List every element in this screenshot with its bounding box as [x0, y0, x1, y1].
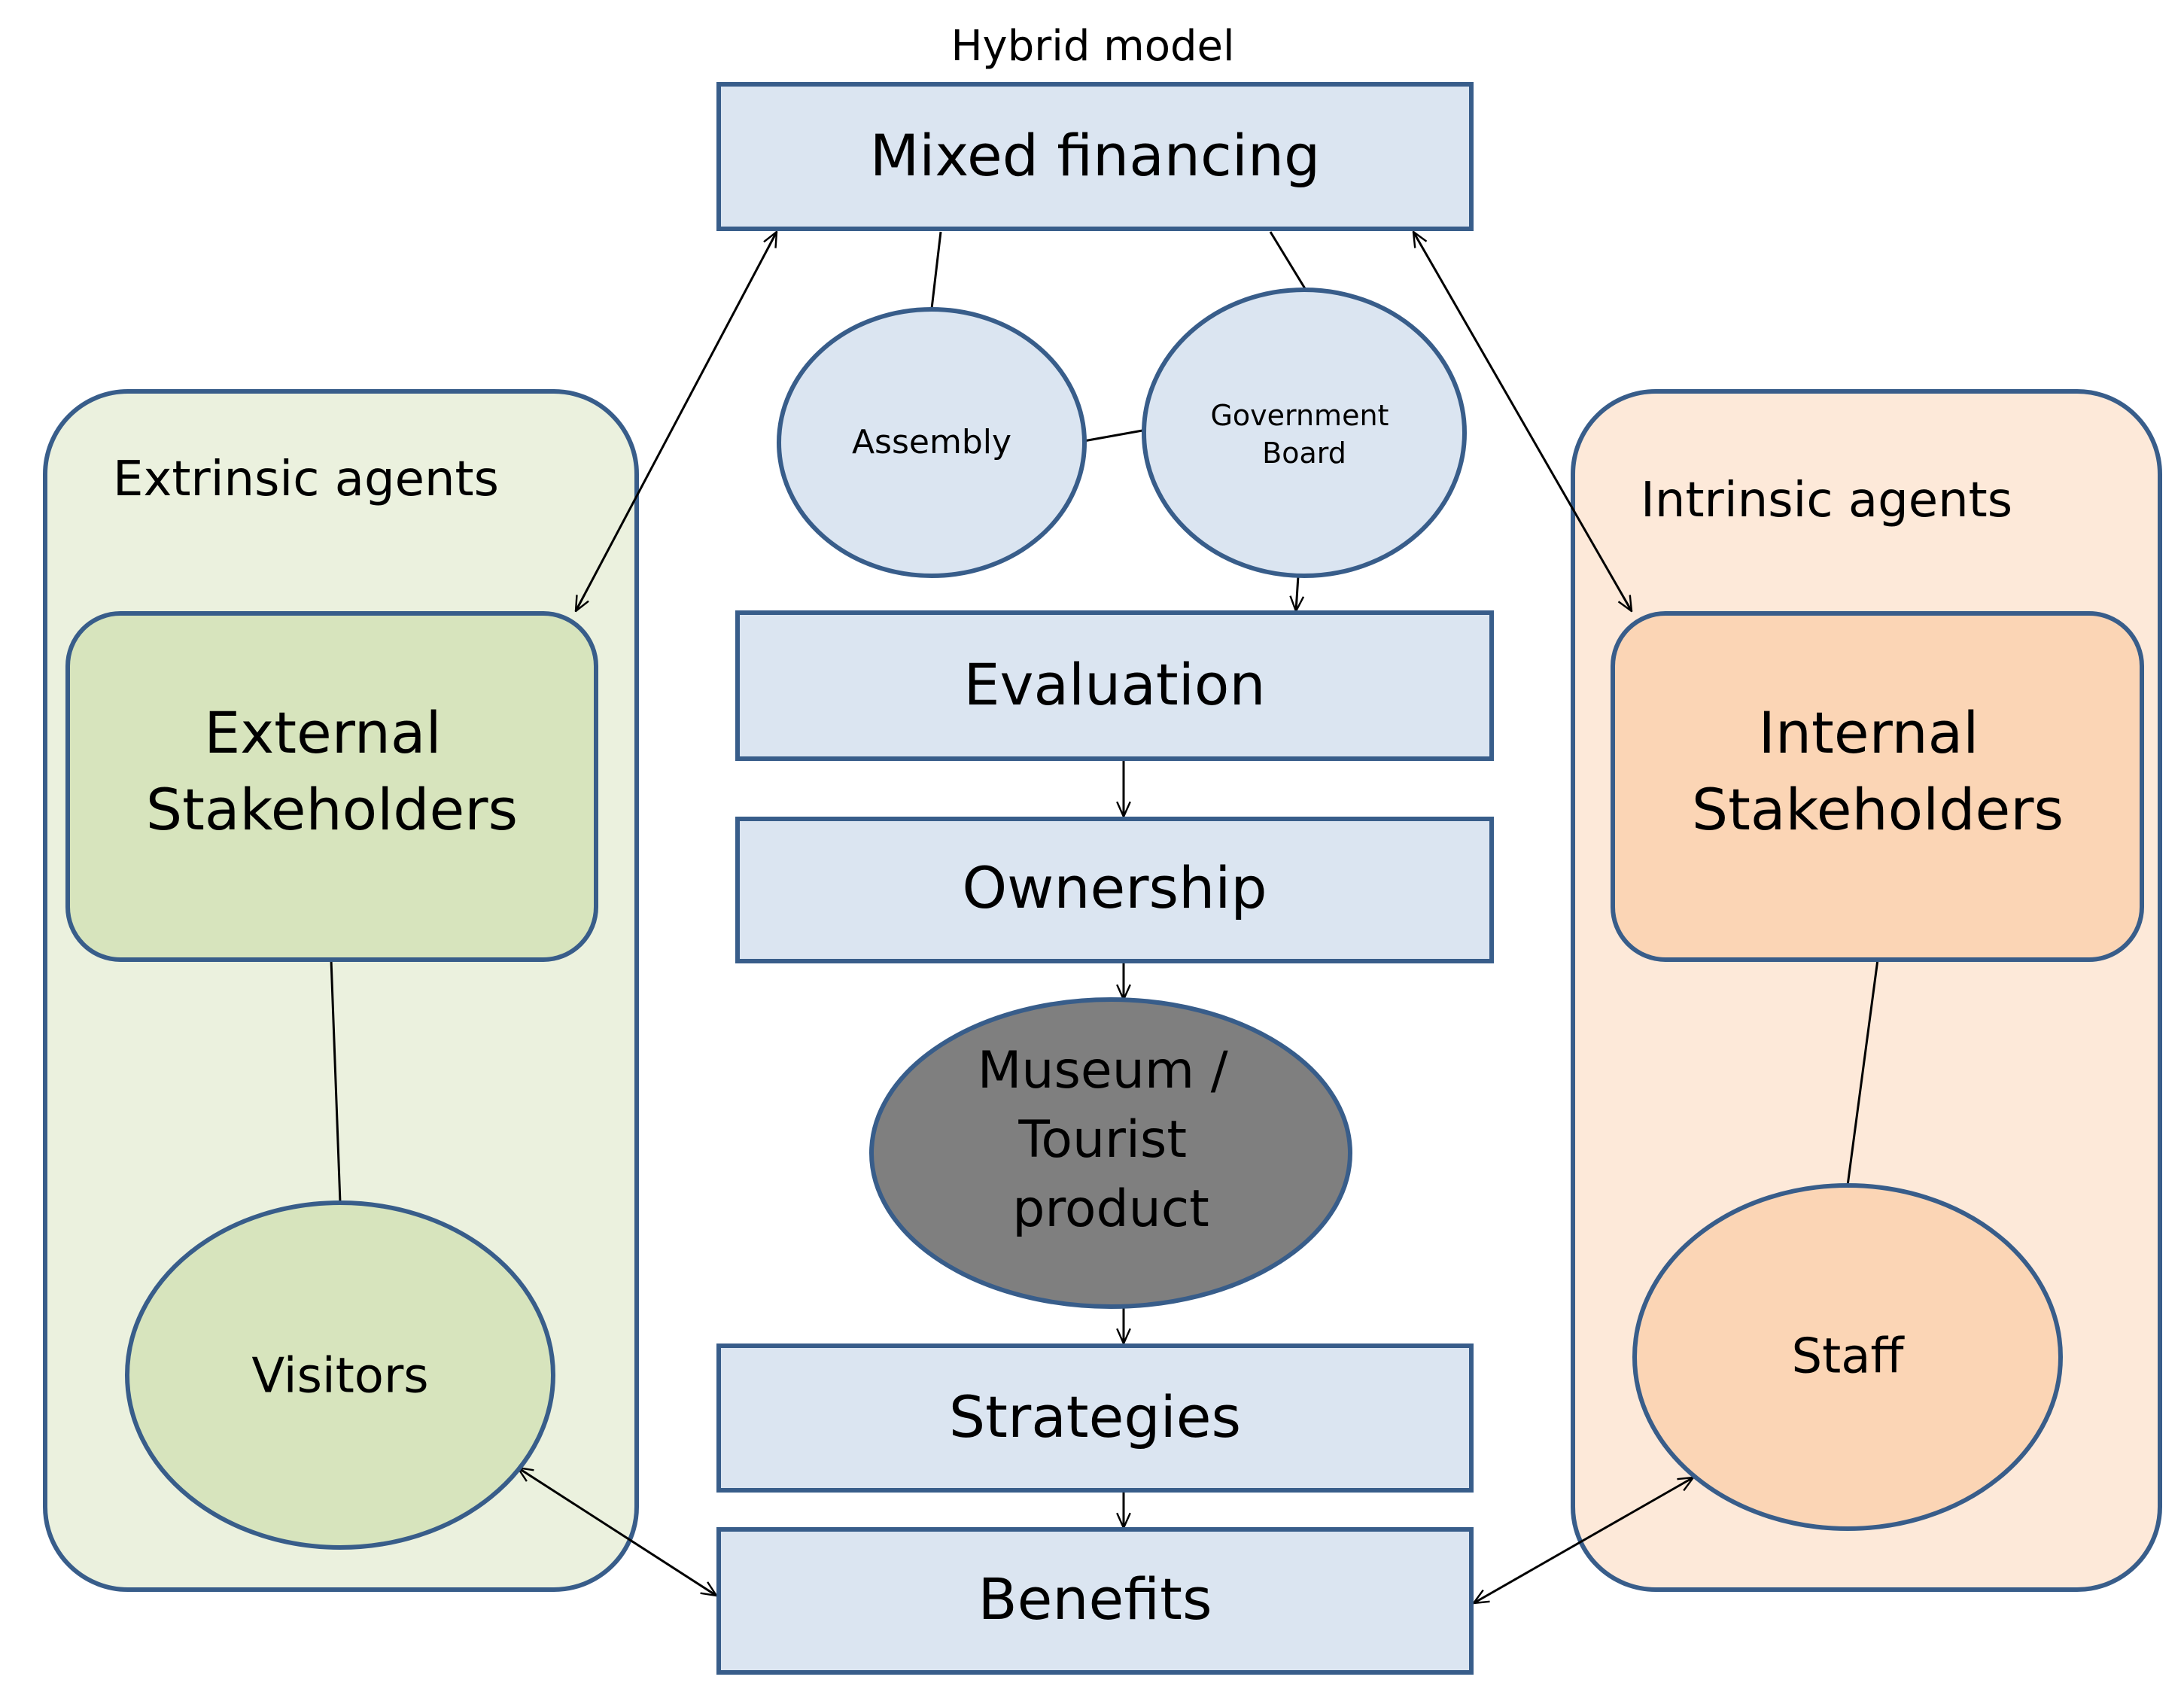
assembly-label: Assembly — [852, 423, 1011, 461]
government-board-node — [1142, 288, 1467, 578]
intrinsic-agents-label: Intrinsic agents — [1641, 473, 2012, 528]
internal-stakeholders-line-1: Internal — [1758, 699, 1979, 766]
internal-stakeholders-staff-connector — [1846, 959, 1879, 1186]
visitors-node — [125, 1200, 555, 1550]
staff-node — [1632, 1183, 2063, 1531]
financing-internal-double-arrow — [1413, 232, 1632, 611]
internal-stakeholders-box — [1611, 611, 2144, 962]
diagram-title: Hybrid model — [951, 22, 1234, 71]
government-board-label: Government Board — [1210, 399, 1398, 470]
product-line-1: Museum / — [978, 1041, 1228, 1100]
product-line-3: product — [1012, 1179, 1209, 1239]
assembly-board-connector — [1083, 429, 1143, 443]
internal-stakeholders-label: Internal Stakeholders — [1692, 699, 2064, 843]
mixed-financing-box — [716, 82, 1474, 231]
financing-assembly-connector — [930, 231, 942, 309]
financing-board-connector — [1269, 231, 1307, 291]
assembly-node — [777, 307, 1087, 578]
extrinsic-agents-label: Extrinsic agents — [113, 452, 499, 507]
visitors-label: Visitors — [251, 1349, 428, 1404]
evaluation-label: Evaluation — [963, 651, 1265, 718]
external-stakeholders-line-2: Stakeholders — [146, 776, 518, 843]
strategies-box — [716, 1343, 1474, 1493]
ownership-box — [735, 817, 1494, 963]
external-stakeholders-visitors-connector — [330, 959, 342, 1204]
museum-tourist-product-node — [869, 997, 1352, 1309]
benefits-label: Benefits — [978, 1566, 1212, 1633]
financing-external-double-arrow — [576, 232, 777, 611]
evaluation-box — [735, 610, 1494, 761]
ownership-label: Ownership — [962, 854, 1267, 921]
benefits-box — [716, 1527, 1474, 1675]
board-evaluation-arrow — [1296, 575, 1298, 611]
external-stakeholders-label: External Stakeholders — [146, 699, 518, 843]
internal-stakeholders-line-2: Stakeholders — [1692, 776, 2064, 843]
staff-label: Staff — [1791, 1329, 1905, 1385]
external-stakeholders-box — [65, 611, 598, 962]
government-board-line-2: Board — [1262, 437, 1346, 470]
external-stakeholders-line-1: External — [204, 699, 441, 766]
mixed-financing-label: Mixed financing — [870, 122, 1321, 189]
product-line-2: Tourist — [1017, 1110, 1187, 1170]
strategies-label: Strategies — [949, 1383, 1241, 1450]
government-board-line-1: Government — [1210, 399, 1389, 432]
visitors-benefits-double-arrow — [518, 1468, 716, 1596]
museum-tourist-product-label: Museum / Tourist product — [978, 1041, 1245, 1239]
staff-benefits-double-arrow — [1474, 1477, 1693, 1603]
